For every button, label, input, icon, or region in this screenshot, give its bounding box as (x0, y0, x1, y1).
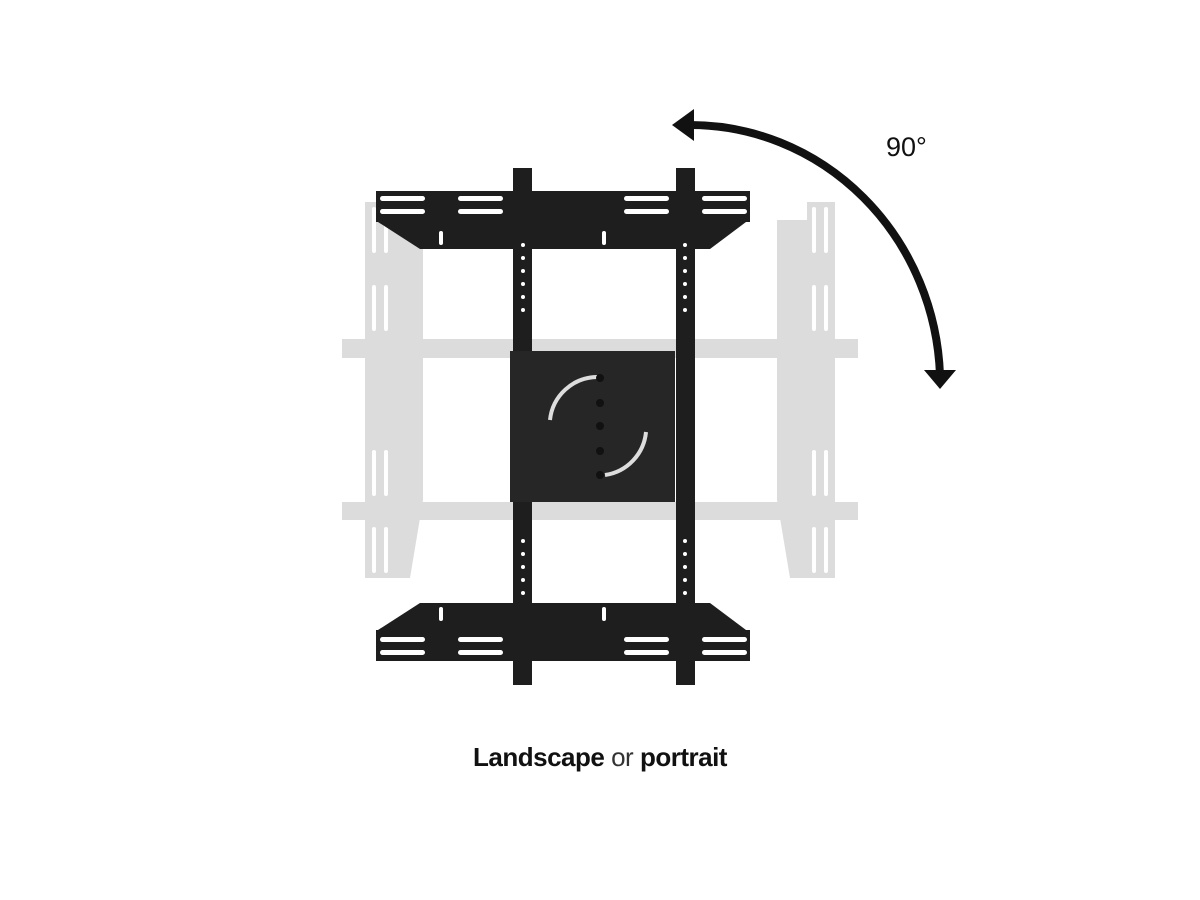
plate-bolts (596, 374, 604, 479)
mount-slots (380, 196, 747, 655)
caption-landscape: Landscape (473, 742, 605, 772)
caption-or: or (611, 742, 634, 772)
caption-portrait: portrait (639, 742, 728, 772)
rail-holes (521, 243, 687, 595)
mount-frame (376, 168, 750, 685)
rotation-plate-slots (548, 375, 648, 477)
caption: Landscape or portrait (0, 742, 1200, 773)
rotation-arrow-icon (672, 109, 956, 389)
rotation-angle-label: 90° (886, 132, 927, 162)
